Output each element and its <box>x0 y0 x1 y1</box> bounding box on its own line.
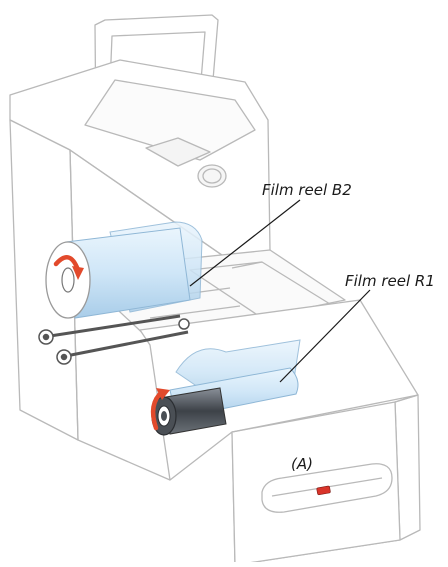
leader-line-r1 <box>279 289 371 383</box>
film-reel-r1 <box>150 339 301 436</box>
label-film-reel-r1: Film reel R1 <box>345 272 435 290</box>
reel-support-rod <box>38 314 190 365</box>
label-film-reel-b2: Film reel B2 <box>262 181 352 199</box>
top-panel <box>84 79 256 161</box>
film-reel-b2 <box>45 221 203 319</box>
callout-lines <box>189 199 371 383</box>
control-knob <box>197 164 227 188</box>
leader-line-b2 <box>189 199 301 287</box>
red-indicator-icon <box>316 485 331 496</box>
display-window <box>145 137 211 167</box>
curved-arrow-icon <box>53 255 81 273</box>
label-marker-a: (A) <box>291 455 313 473</box>
